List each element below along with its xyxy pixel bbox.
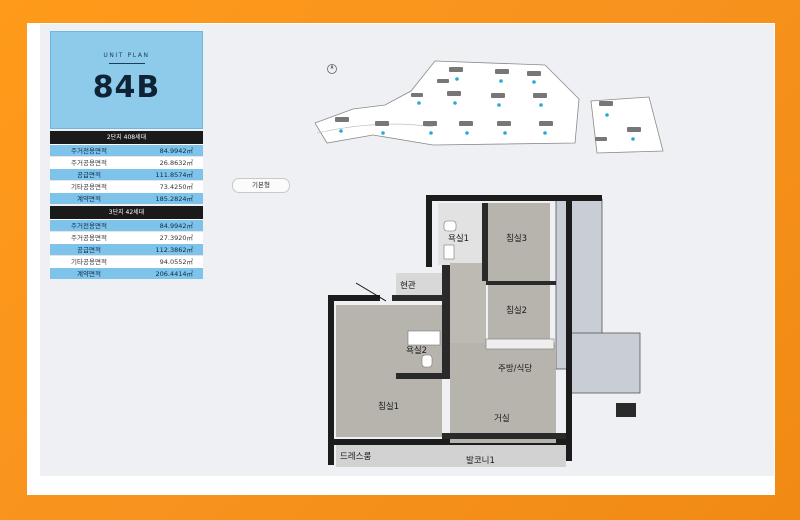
row-label: 계약면적	[50, 192, 128, 204]
row-value: 111.8574㎡	[128, 168, 203, 180]
room-balcony	[386, 445, 566, 467]
row-value: 84.9942㎡	[128, 219, 203, 231]
room-living	[450, 343, 556, 443]
unit-type-title: 84B	[92, 70, 161, 105]
row-label: 기타공용면적	[50, 180, 128, 192]
row-value: 27.3920㎡	[128, 231, 203, 243]
row-label: 주거전용면적	[50, 219, 128, 231]
room-dress	[336, 445, 386, 467]
row-label: 주거공용면적	[50, 231, 128, 243]
room-bed1	[336, 305, 442, 437]
section-header: 3단지 42세대	[50, 206, 203, 219]
row-value: 94.0552㎡	[128, 255, 203, 267]
floor-plan: 욕실1 침실3 현관 침실2 욕실2 주방/식당 침실1 거실 드레스룸 발코니…	[328, 195, 641, 467]
room-label-bath2: 욕실2	[406, 345, 427, 356]
row-value: 73.4250㎡	[128, 180, 203, 192]
section-header: 2단지 408세대	[50, 131, 203, 144]
row-label: 공급면적	[50, 243, 128, 255]
row-label: 주거공용면적	[50, 156, 128, 168]
divider	[108, 63, 145, 64]
room-label-bed3: 침실3	[506, 233, 527, 244]
building-markers	[335, 67, 641, 141]
room-label-bath1: 욕실1	[448, 233, 469, 244]
room-entrance	[396, 273, 442, 295]
room-label-dress: 드레스룸	[340, 452, 371, 462]
row-label: 계약면적	[50, 267, 128, 279]
plan-type-tag[interactable]: 기본형	[232, 178, 290, 193]
row-value: 185.2824㎡	[128, 192, 203, 204]
row-label: 기타공용면적	[50, 255, 128, 267]
room-label-bed2: 침실2	[506, 305, 527, 316]
unit-plan-card: UNIT PLAN 84B	[50, 31, 203, 129]
site-plan-map	[314, 60, 664, 154]
room-label-entrance: 현관	[400, 280, 416, 291]
row-value: 112.3862㎡	[128, 243, 203, 255]
row-label: 공급면적	[50, 168, 128, 180]
room-label-balcony: 발코니1	[466, 455, 495, 466]
row-value: 26.8632㎡	[128, 156, 203, 168]
compass-icon	[327, 64, 337, 74]
room-bed3	[488, 203, 550, 281]
unit-highlight-markers	[339, 77, 635, 141]
row-value: 84.9942㎡	[128, 144, 203, 156]
room-label-kitchen: 주방/식당	[498, 363, 532, 374]
unit-plan-eyebrow: UNIT PLAN	[103, 52, 150, 59]
row-value: 206.4414㎡	[128, 267, 203, 279]
row-label: 주거전용면적	[50, 144, 128, 156]
room-bed2	[488, 285, 550, 343]
room-label-bed1: 침실1	[378, 401, 399, 412]
room-label-living: 거실	[494, 413, 510, 424]
